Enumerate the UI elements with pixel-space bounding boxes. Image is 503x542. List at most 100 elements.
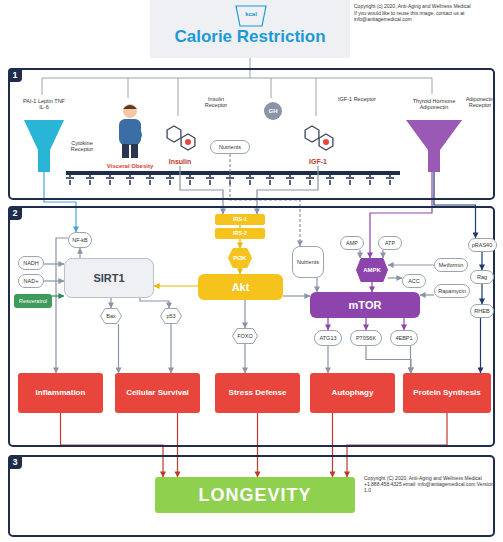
connector — [434, 172, 476, 238]
akt-box: Akt — [198, 274, 283, 300]
connector — [403, 318, 404, 330]
drug-box: Resveratrol — [14, 294, 52, 308]
connector — [56, 238, 68, 373]
node-text: LONGEVITY — [198, 485, 311, 505]
connector — [140, 298, 169, 308]
shirt — [119, 119, 141, 145]
factor-hexagon: Bax — [100, 308, 122, 324]
kinase-hexagon: AMPK — [356, 258, 388, 282]
pathway-pill: NF-kB — [68, 232, 92, 248]
pathway-pill: ACC — [402, 274, 426, 288]
hair — [123, 105, 137, 109]
funnel — [406, 120, 462, 172]
leg — [122, 144, 129, 158]
node-text: Adiponectin — [420, 104, 449, 110]
conveyor-belt — [66, 171, 400, 175]
leg — [131, 144, 138, 158]
icon-label: kcal — [236, 11, 266, 18]
connector — [244, 300, 245, 328]
belly — [122, 127, 142, 143]
node-text: Rapamycin — [437, 288, 467, 294]
connector — [110, 298, 111, 308]
hexagon — [161, 309, 182, 324]
pathway-pill: AMP — [340, 236, 364, 250]
connector — [420, 294, 434, 295]
ring — [181, 134, 195, 150]
pathway-pill: Nutrients — [210, 140, 250, 154]
node-text: NF-kB — [71, 237, 89, 243]
connector — [79, 248, 80, 258]
node-text: AMPK — [363, 267, 381, 274]
node-text: Autophagy — [329, 389, 377, 398]
node-text: IRS-1 — [233, 216, 247, 222]
copyright-note: If you would like to reuse this image, c… — [354, 11, 500, 23]
receptor-label: IGF-1 Receptor — [338, 96, 376, 102]
node-text: pRAS40 — [471, 242, 494, 248]
node-text: Stress Defense — [226, 389, 290, 398]
substrate-box: IRS-2 — [215, 228, 265, 239]
pathway-pill: 4EBP1 — [390, 330, 418, 346]
person-shape — [102, 102, 158, 170]
node-text: GH — [269, 108, 278, 115]
conveyor-legs — [66, 175, 400, 185]
node-text: Insulin — [169, 158, 192, 166]
connector — [332, 413, 333, 477]
sirt1-box: SIRT1 — [64, 258, 154, 298]
funnel-shape: Thyroid HormoneAdiponectin — [404, 98, 464, 172]
connector — [44, 263, 64, 264]
ring — [319, 134, 333, 150]
node-text: Bax — [106, 313, 115, 319]
connector — [382, 250, 383, 258]
kcal-icon — [236, 6, 266, 26]
connector — [44, 172, 76, 232]
connector — [481, 284, 482, 304]
copyright-note: Copyright (c) 2020, Anti-Aging and Welln… — [354, 4, 500, 10]
connector — [388, 264, 434, 265]
connector — [244, 344, 245, 373]
pathway-pill: ATG13 — [314, 330, 342, 346]
connector — [480, 318, 481, 373]
receptor-label: Cytokine Receptor — [66, 140, 98, 153]
node-text: ACC — [407, 278, 421, 284]
header-box — [150, 0, 350, 58]
atom — [185, 139, 191, 145]
connector — [365, 318, 366, 330]
node-text: RHEB — [473, 308, 490, 314]
connector — [257, 413, 258, 477]
connector — [388, 277, 402, 278]
connector — [370, 172, 432, 258]
node-text: Akt — [232, 281, 250, 293]
copyright-note: Copyright (C) 2020, Anti-Aging and Welln… — [364, 476, 496, 493]
connector — [118, 324, 119, 373]
node-text: NAD+ — [23, 278, 40, 284]
hexagon — [229, 249, 252, 268]
ring — [167, 126, 181, 142]
title: Calorie Restriction — [150, 28, 350, 47]
figure-node: Visceral Obesity — [102, 102, 158, 170]
section-panel: 1PAI-1 Leptin TNF IL-6Visceral ObesityIn… — [8, 68, 495, 200]
node-text: PI3K — [233, 255, 246, 262]
connector — [481, 252, 482, 270]
longevity-box: LONGEVITY — [155, 477, 355, 513]
funnel — [24, 120, 64, 172]
node-text: mTOR — [349, 299, 382, 311]
node-text: 4EBP1 — [394, 335, 413, 341]
connector — [44, 280, 64, 281]
node-text: IRS-2 — [233, 230, 247, 236]
atom — [323, 139, 329, 145]
kinase-hexagon: PI3K — [228, 248, 252, 268]
connector — [371, 282, 372, 292]
factor-hexagon: FOXO — [232, 328, 258, 344]
node-text: P70S6K — [355, 335, 377, 341]
signal-bus — [42, 58, 432, 116]
pathway-pill: P70S6K — [350, 330, 382, 346]
connector — [316, 278, 317, 292]
hexagon — [101, 309, 122, 324]
node-text: p53 — [166, 313, 175, 319]
head — [123, 104, 137, 118]
connector — [327, 346, 328, 373]
section-number: 2 — [8, 206, 22, 220]
node-text: NADH — [22, 260, 40, 266]
node-text: Metformin — [438, 262, 464, 268]
node-text: Nutrients — [296, 259, 320, 265]
